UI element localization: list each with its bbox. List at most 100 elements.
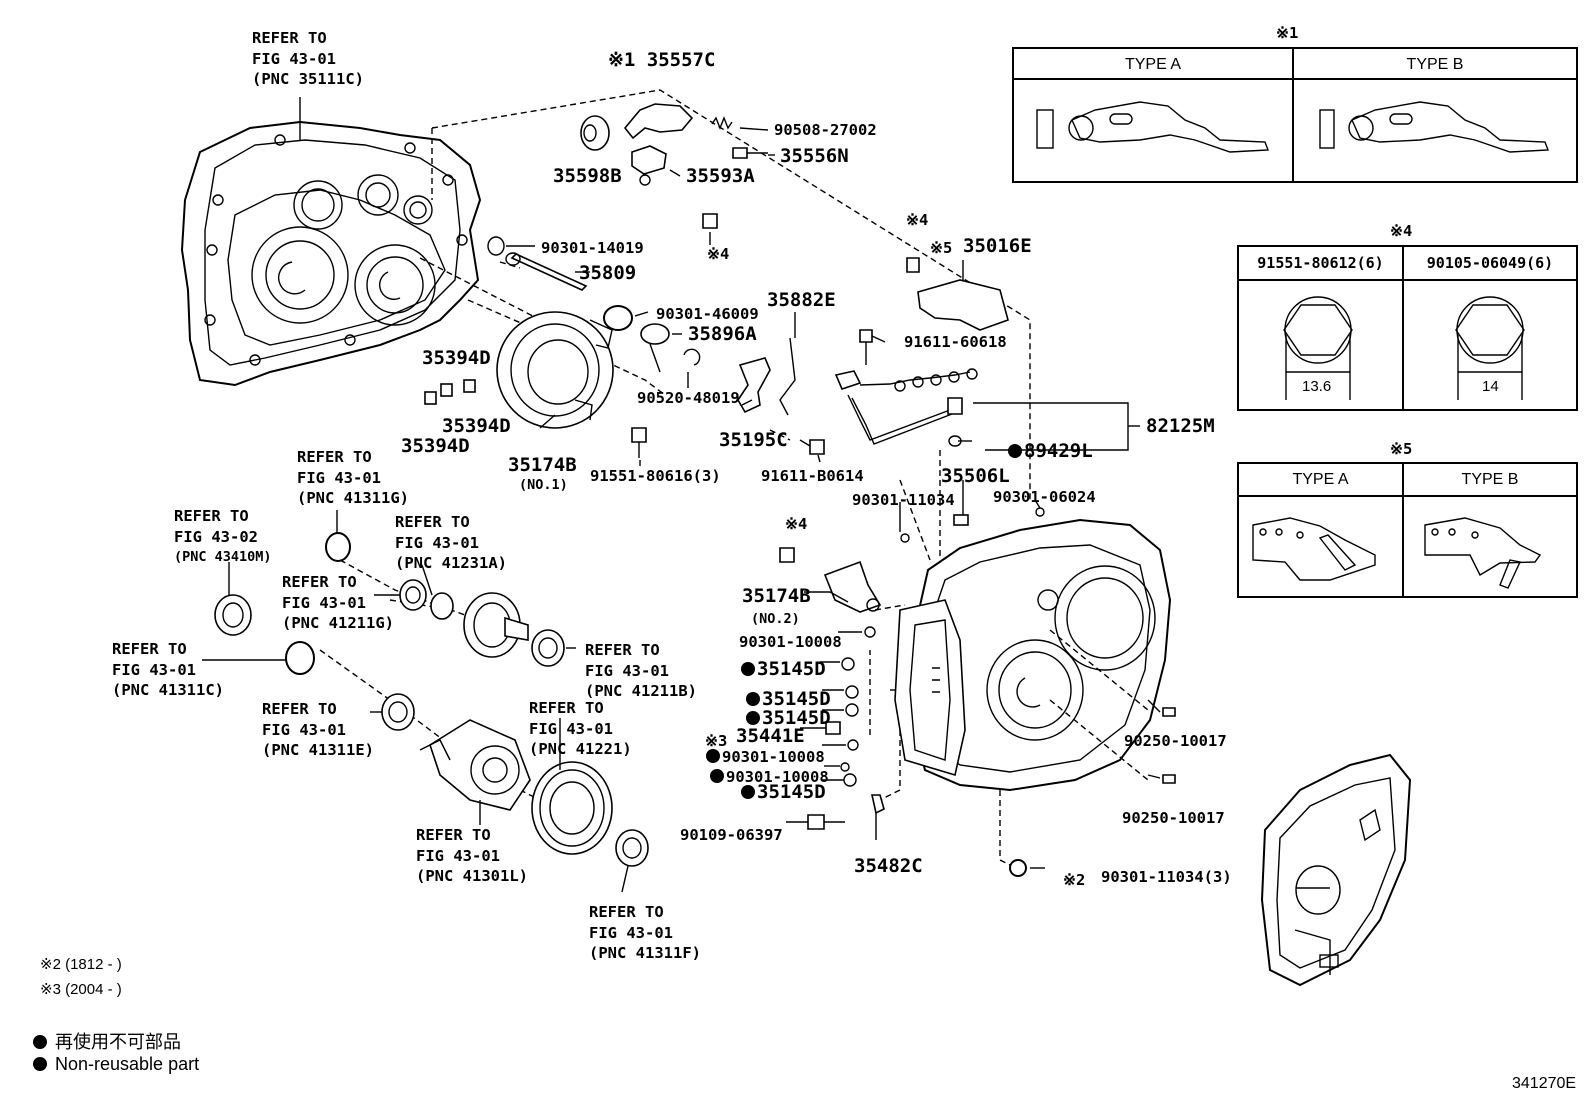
part-label-91611-B0614: 91611-B0614 <box>761 467 864 485</box>
ref-line: REFER TO <box>395 513 470 531</box>
table-4-col-b: 90105-06049(6) <box>1426 254 1554 272</box>
note-5-marker: ※5 <box>930 239 953 257</box>
table-5-col-type-a: TYPE A <box>1292 471 1349 488</box>
table-4-box <box>1237 245 1578 411</box>
part-label-35809: 35809 <box>579 262 637 284</box>
note-2-marker: ※2 <box>1063 871 1086 889</box>
ref-line: (PNC 41221) <box>529 740 632 758</box>
ref-line: (PNC 41211G) <box>282 614 394 632</box>
ref-line: FIG 43-01 <box>252 49 336 68</box>
ref-line: REFER TO <box>297 448 372 466</box>
part-label-90250-10017-a: 90250-10017 <box>1124 732 1227 750</box>
part-label-35556N: 35556N <box>780 145 849 167</box>
non-reusable-dot <box>710 769 724 783</box>
ref-line: REFER TO <box>585 641 660 659</box>
part-label-35195C: 35195C <box>719 429 788 451</box>
ref-line: (PNC 41311E) <box>262 741 374 759</box>
part-label-90301-10008-c: 90301-10008 <box>710 768 829 786</box>
note-4-marker: ※4 <box>785 515 808 533</box>
part-label-35394D-a: 35394D <box>422 347 491 369</box>
ref-line: FIG 43-01 <box>529 719 613 738</box>
part-label-35394D-c: 35394D <box>401 435 470 457</box>
part-label-90250-10017-b: 90250-10017 <box>1122 809 1225 827</box>
non-reusable-dot <box>706 749 720 763</box>
ref-line: FIG 43-01 <box>589 923 673 942</box>
ref-line: REFER TO <box>282 573 357 591</box>
table-4-title: ※4 <box>1390 222 1413 240</box>
ref-41221: REFER TO FIG 43-01 (PNC 41221) <box>529 698 632 760</box>
ref-line: FIG 43-01 <box>585 661 669 680</box>
ref-line: FIG 43-02 <box>174 527 258 546</box>
part-label-35882E: 35882E <box>767 289 836 311</box>
part-number: 35145D <box>757 658 826 680</box>
part-label-35441E: 35441E <box>736 725 805 747</box>
part-number: 35145D <box>762 707 831 729</box>
bullet-icon <box>33 1035 47 1049</box>
transaxle-housing-front <box>180 120 482 387</box>
non-reusable-dot <box>1008 444 1022 458</box>
ref-line: (PNC 41231A) <box>395 554 507 572</box>
legend-non-reusable-en: Non-reusable part <box>33 1054 199 1075</box>
ref-line: (PNC 41301L) <box>416 867 528 885</box>
part-label-35506L: 35506L <box>941 465 1010 487</box>
part-number: 90301-10008 <box>726 768 829 786</box>
ref-35111C: REFER TO FIG 43-01 (PNC 35111C) <box>252 28 364 90</box>
part-label-35174B-no2: 35174B <box>742 585 811 607</box>
part-label-35896A: 35896A <box>688 323 757 345</box>
ref-41211G: REFER TO FIG 43-01 (PNC 41211G) <box>282 572 394 634</box>
part-label-90301-06024: 90301-06024 <box>993 488 1096 506</box>
part-label-89429L: 89429L <box>1008 441 1093 462</box>
ref-line: FIG 43-01 <box>297 468 381 487</box>
transaxle-case-rear-small <box>1260 753 1412 987</box>
ref-line: FIG 43-01 <box>416 846 500 865</box>
ref-line: FIG 43-01 <box>112 660 196 679</box>
ref-line: (PNC 43410M) <box>174 549 272 565</box>
part-label-91611-60618: 91611-60618 <box>904 333 1007 351</box>
note-4-marker: ※4 <box>906 211 929 229</box>
legend-text: Non-reusable part <box>55 1054 200 1074</box>
part-label-35174B-no2-sub: (NO.2) <box>751 611 800 627</box>
table-1-col-type-b: TYPE B <box>1406 56 1464 73</box>
table-4-dim-a: 13.6 <box>1302 378 1332 395</box>
differential-gear-parts <box>202 97 649 893</box>
part-number: 35145D <box>757 781 826 803</box>
table-4-dim-b: 14 <box>1482 378 1499 395</box>
table-5-col-type-b: TYPE B <box>1461 471 1519 488</box>
part-label-35174B-no1-sub: (NO.1) <box>519 477 568 493</box>
table-1-title: ※1 <box>1276 24 1299 42</box>
part-label-35593A: 35593A <box>686 165 755 187</box>
part-number: 89429L <box>1024 440 1093 462</box>
part-label-90301-14019: 90301-14019 <box>541 239 644 257</box>
part-label-90301-10008-a: 90301-10008 <box>739 633 842 651</box>
part-label-35557C: ※1 35557C <box>608 49 716 71</box>
part-label-90520-48019: 90520-48019 <box>637 389 740 407</box>
ref-41231A: REFER TO FIG 43-01 (PNC 41231A) <box>395 512 507 574</box>
part-label-35145D-d: 35145D <box>741 782 826 803</box>
part-label-90301-10008-b: 90301-10008 <box>706 748 825 766</box>
table-5-box <box>1237 462 1578 598</box>
ref-line: REFER TO <box>416 826 491 844</box>
ref-line: (PNC 41211B) <box>585 682 697 700</box>
table-1-col-type-a: TYPE A <box>1124 56 1182 73</box>
part-number: 35145D <box>762 688 831 710</box>
legend-non-reusable-jp: 再使用不可部品 <box>33 1028 181 1054</box>
ref-line: REFER TO <box>112 640 187 658</box>
ref-line: FIG 43-01 <box>282 593 366 612</box>
ref-41311G: REFER TO FIG 43-01 (PNC 41311G) <box>297 447 409 509</box>
part-label-35145D-c: 35145D <box>746 708 831 729</box>
part-label-90301-46009: 90301-46009 <box>656 305 759 323</box>
ref-line: (PNC 35111C) <box>252 70 364 88</box>
note-3-date-range: ※3 (2004 - ) <box>40 981 122 998</box>
table-5-title: ※5 <box>1390 440 1413 458</box>
ref-41311C: REFER TO FIG 43-01 (PNC 41311C) <box>112 639 224 701</box>
part-label-35145D-b: 35145D <box>746 689 831 710</box>
part-number: 90301-10008 <box>722 748 825 766</box>
ref-line: REFER TO <box>589 903 664 921</box>
ref-41301L: REFER TO FIG 43-01 (PNC 41301L) <box>416 825 528 887</box>
part-label-91551-80616: 91551-80616(3) <box>590 467 721 485</box>
part-label-90301-11034-3: 90301-11034(3) <box>1101 868 1232 886</box>
non-reusable-dot <box>746 711 760 725</box>
ref-41211B: REFER TO FIG 43-01 (PNC 41211B) <box>585 640 697 702</box>
part-label-90301-11034: 90301-11034 <box>852 491 955 509</box>
